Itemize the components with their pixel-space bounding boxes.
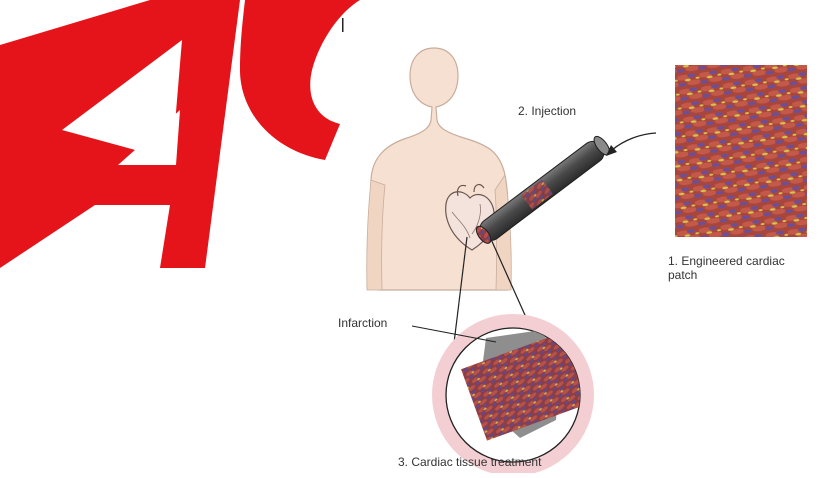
- text-cursor: [342, 18, 344, 32]
- arrow-icon: [612, 133, 656, 150]
- patch-label-line2: patch: [668, 268, 697, 282]
- injection-label: 2. Injection: [518, 104, 576, 118]
- engineered-patch-image: [675, 65, 807, 237]
- watermark-graphic: [0, 0, 360, 268]
- patch-label-line1: 1. Engineered cardiac: [668, 254, 785, 268]
- infarction-label: Infarction: [338, 316, 387, 330]
- body-silhouette-icon: [371, 48, 508, 290]
- treatment-label: 3. Cardiac tissue treatment: [398, 455, 541, 469]
